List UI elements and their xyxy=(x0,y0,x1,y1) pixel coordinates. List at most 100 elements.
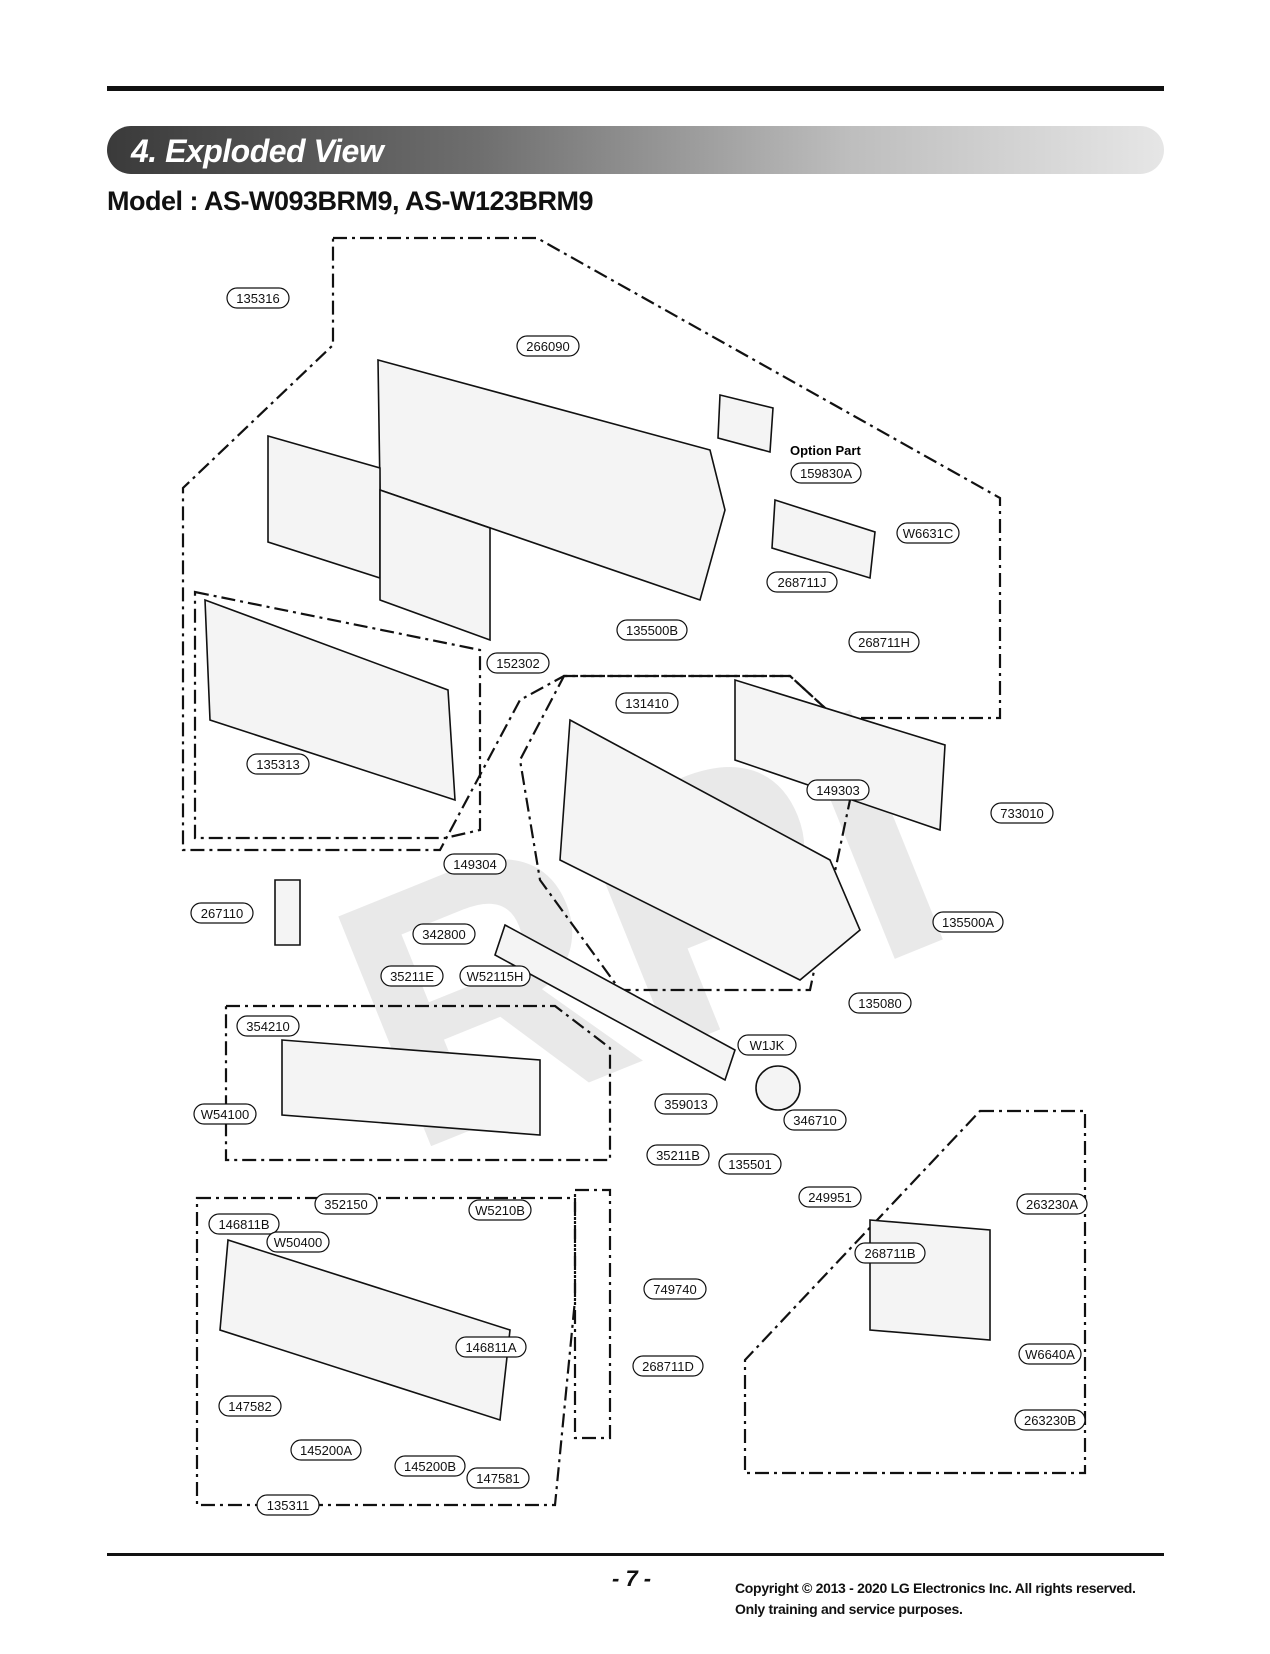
part-callout-label: 147581 xyxy=(476,1471,519,1486)
part-callout-label: 159830A xyxy=(800,466,852,481)
part-callout-bubble xyxy=(314,1193,378,1215)
part-callout-bubble xyxy=(394,1455,466,1477)
boundary-controlbox-group xyxy=(743,1109,1087,1475)
part-callout-label: W50400 xyxy=(274,1235,322,1250)
part-callout-bubble xyxy=(806,779,870,801)
part-callout-bubble xyxy=(266,1231,330,1253)
part-callout-bubble xyxy=(246,753,310,775)
part-callout-label: W54100 xyxy=(201,1107,249,1122)
chassis-shape xyxy=(559,718,861,981)
part-callout-268711b: 268711B xyxy=(854,1242,926,1264)
part-callout-w5210b: W5210B xyxy=(468,1199,532,1221)
option-part-label: Option Part xyxy=(790,443,861,458)
part-callout-label: 342800 xyxy=(422,927,465,942)
part-callout-346710: 346710 xyxy=(783,1109,847,1131)
part-callout-label: 733010 xyxy=(1000,806,1043,821)
part-callout-label: 268711B xyxy=(864,1246,915,1261)
part-callout-145200a: 145200A xyxy=(290,1439,362,1461)
front-panel-shape xyxy=(204,598,456,802)
part-callout-w1jk: W1JK xyxy=(737,1034,797,1056)
part-callout-bubble xyxy=(226,287,290,309)
part-callout-268711h: 268711H xyxy=(848,631,920,653)
part-callout-bubble xyxy=(737,1034,797,1056)
part-callout-bubble xyxy=(798,1186,862,1208)
part-callout-bubble xyxy=(766,571,838,593)
part-callout-bubble xyxy=(854,1242,926,1264)
part-callout-266090: 266090 xyxy=(516,335,580,357)
part-callout-359013: 359013 xyxy=(654,1093,718,1115)
copyright-line-1: Copyright © 2013 - 2020 LG Electronics I… xyxy=(735,1580,1136,1596)
part-callout-label: 135311 xyxy=(267,1498,309,1513)
part-callout-145200b: 145200B xyxy=(394,1455,466,1477)
part-callout-bubble xyxy=(218,1395,282,1417)
part-callout-733010: 733010 xyxy=(990,802,1054,824)
part-callout-bubble xyxy=(932,911,1004,933)
part-callout-249951: 249951 xyxy=(798,1186,862,1208)
part-callout-bubble xyxy=(1014,1409,1086,1431)
option-module-shape xyxy=(771,498,876,580)
part-callout-label: 268711H xyxy=(858,635,910,650)
part-callout-149304: 149304 xyxy=(443,853,507,875)
top-rule xyxy=(107,86,1164,91)
part-callout-bubble xyxy=(632,1355,704,1377)
part-callout-bubble xyxy=(468,1199,532,1221)
part-callout-135313: 135313 xyxy=(246,753,310,775)
part-callout-159830a: 159830A xyxy=(790,462,862,484)
part-callout-label: 35211B xyxy=(656,1148,700,1163)
motor-shape xyxy=(755,1065,801,1111)
boundary-panel-group xyxy=(193,590,482,840)
part-callout-label: 149304 xyxy=(453,857,496,872)
part-callout-35211b: 35211B xyxy=(646,1144,710,1166)
part-callout-label: 267110 xyxy=(201,906,243,921)
part-callout-label: 249951 xyxy=(808,1190,851,1205)
part-callout-bubble xyxy=(466,1467,530,1489)
evaporator-shape xyxy=(281,1039,541,1136)
part-callout-147582: 147582 xyxy=(218,1395,282,1417)
bottom-rule xyxy=(107,1553,1164,1556)
part-callout-label: 263230B xyxy=(1024,1413,1076,1428)
part-callout-135316: 135316 xyxy=(226,287,290,309)
part-callout-352150: 352150 xyxy=(314,1193,378,1215)
part-callout-bubble xyxy=(443,853,507,875)
part-callout-bubble xyxy=(990,802,1054,824)
part-callout-label: 263230A xyxy=(1026,1197,1078,1212)
part-callout-146811b: 146811B xyxy=(208,1213,280,1235)
part-callout-bubble xyxy=(193,1103,257,1125)
louver-shape xyxy=(219,1238,511,1422)
part-callout-label: 149303 xyxy=(816,783,859,798)
part-callout-135311: 135311 xyxy=(256,1494,320,1516)
part-callout-label: 135316 xyxy=(236,291,279,306)
part-callout-bubble xyxy=(718,1153,782,1175)
right-grille-shape xyxy=(379,488,491,642)
part-callout-354210: 354210 xyxy=(236,1015,300,1037)
left-grille-shape xyxy=(267,434,381,580)
part-callout-147581: 147581 xyxy=(466,1467,530,1489)
page-number: - 7 - xyxy=(612,1566,652,1591)
part-callout-label: 268711J xyxy=(778,575,827,590)
part-callout-bubble xyxy=(236,1015,300,1037)
part-callout-label: 135500B xyxy=(626,623,678,638)
part-callout-bubble xyxy=(380,965,444,987)
part-callout-bubble xyxy=(516,335,580,357)
part-callout-bubble xyxy=(848,631,920,653)
copyright: Copyright © 2013 - 2020 LG Electronics I… xyxy=(735,1578,1136,1620)
part-callout-label: 135500A xyxy=(942,915,994,930)
boundary-evaporator-group xyxy=(224,1004,612,1162)
part-callout-149303: 149303 xyxy=(806,779,870,801)
part-callout-bubble xyxy=(290,1439,362,1461)
part-callout-342800: 342800 xyxy=(412,923,476,945)
part-callout-135501: 135501 xyxy=(718,1153,782,1175)
part-callout-bubble xyxy=(256,1494,320,1516)
part-callout-268711d: 268711D xyxy=(632,1355,704,1377)
part-callout-label: 146811A xyxy=(465,1340,516,1355)
part-callout-135500b: 135500B xyxy=(616,619,688,641)
part-callout-bubble xyxy=(208,1213,280,1235)
part-callout-label: 354210 xyxy=(246,1019,289,1034)
part-callout-268711j: 268711J xyxy=(766,571,838,593)
part-callout-131410: 131410 xyxy=(615,692,679,714)
part-callout-label: 131410 xyxy=(625,696,668,711)
part-callout-bubble xyxy=(646,1144,710,1166)
part-callout-bubble xyxy=(848,992,912,1014)
model-line: Model : AS-W093BRM9, AS-W123BRM9 xyxy=(107,186,594,216)
